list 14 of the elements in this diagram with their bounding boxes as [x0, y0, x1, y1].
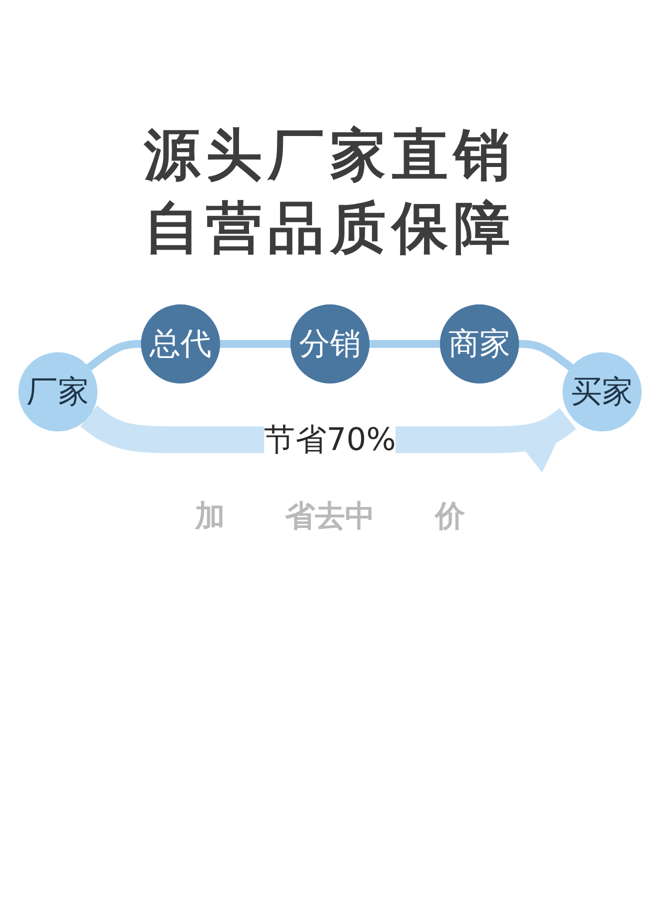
edge-label: 节省70%	[264, 420, 396, 458]
connector	[86, 340, 142, 370]
node-circle: 分销	[290, 304, 370, 384]
connector	[369, 340, 441, 348]
faded-label: 加	[195, 498, 225, 536]
node-circle: 买家	[562, 352, 642, 431]
node-circle: 总代	[140, 304, 220, 384]
faded-label: 价	[435, 498, 465, 536]
faded-label: 省去中	[285, 498, 375, 536]
connector	[518, 340, 574, 370]
title: 源头厂家直销自营品质保障	[142, 122, 517, 263]
node-circle: 商家	[440, 304, 520, 384]
connector	[219, 340, 291, 348]
node-circle: 厂家	[18, 352, 98, 431]
